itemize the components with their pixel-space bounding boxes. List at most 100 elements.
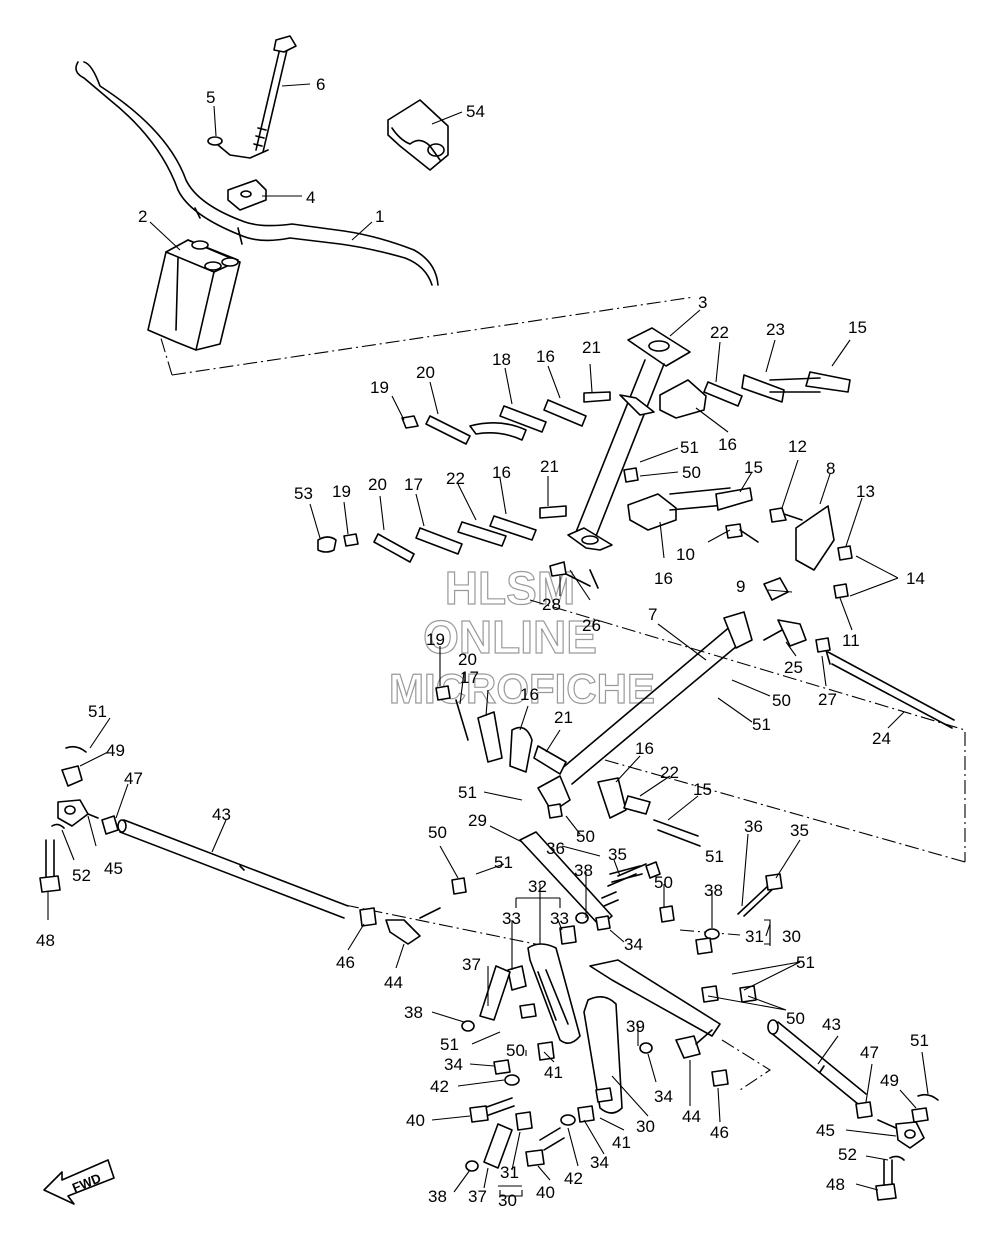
callout-44b: 44 (682, 1107, 701, 1126)
shift-rod-part-1 (75, 61, 439, 286)
callout-49a: 49 (106, 741, 125, 760)
callout-50e: 50 (654, 873, 673, 892)
link-arms-upper (317, 391, 611, 563)
callout-15b: 15 (744, 458, 763, 477)
callout-31a: 31 (745, 927, 764, 946)
callout-16a: 16 (536, 347, 555, 366)
callout-33b: 33 (550, 909, 569, 928)
link-plates-upper (669, 371, 851, 511)
group-brackets (499, 897, 771, 1197)
cross-shaft-part-7 (537, 611, 753, 813)
callout-25: 25 (784, 658, 803, 677)
callout-42a: 42 (430, 1077, 449, 1096)
callout-17a: 17 (404, 475, 423, 494)
callout-45a: 45 (104, 859, 123, 878)
callout-35a: 35 (790, 821, 809, 840)
callout-52b: 52 (838, 1145, 857, 1164)
callout-49b: 49 (880, 1071, 899, 1090)
callout-30b: 30 (636, 1117, 655, 1136)
callout-51h: 51 (440, 1035, 459, 1054)
callout-54: 54 (466, 102, 485, 121)
callout-13: 13 (856, 482, 875, 501)
callout-45b: 45 (816, 1121, 835, 1140)
callout-21c: 21 (554, 708, 573, 727)
callout-16c: 16 (492, 463, 511, 482)
callout-51f: 51 (705, 847, 724, 866)
callout-34c: 34 (654, 1087, 673, 1106)
callout-20a: 20 (416, 363, 435, 382)
callout-21a: 21 (582, 338, 601, 357)
callout-47b: 47 (860, 1043, 879, 1062)
callout-42b: 42 (564, 1169, 583, 1188)
callout-51g: 51 (796, 953, 815, 972)
callout-43b: 43 (822, 1015, 841, 1034)
callout-41b: 41 (612, 1133, 631, 1152)
callout-50g: 50 (506, 1041, 525, 1060)
callout-23: 23 (766, 320, 785, 339)
callout-33a: 33 (502, 909, 521, 928)
callout-19a: 19 (370, 378, 389, 397)
small-hardware-upper (549, 467, 853, 601)
rod-end-part-44-left (359, 907, 441, 945)
clamps-upper (627, 379, 707, 531)
callout-40b: 40 (536, 1183, 555, 1202)
callout-16e: 16 (520, 685, 539, 704)
callout-15a: 15 (848, 318, 867, 337)
callout-52a: 52 (72, 866, 91, 885)
fwd-arrow-icon: FWD (43, 1159, 115, 1205)
callout-22b: 22 (446, 469, 465, 488)
callout-15c: 15 (693, 780, 712, 799)
assembly-lines (159, 296, 966, 1091)
callout-40a: 40 (406, 1111, 425, 1130)
callout-38c: 38 (404, 1003, 423, 1022)
callout-50a: 50 (682, 463, 701, 482)
callout-14: 14 (906, 569, 925, 588)
callout-36b: 36 (546, 839, 565, 858)
callout-34d: 34 (590, 1153, 609, 1172)
callout-37a: 37 (462, 955, 481, 974)
callout-51i: 51 (910, 1031, 929, 1050)
callout-50f: 50 (786, 1009, 805, 1028)
callout-34b: 34 (444, 1055, 463, 1074)
callout-11: 11 (842, 631, 860, 650)
rod-end-part-25 (763, 619, 831, 653)
rod-part-43-left (117, 819, 349, 919)
callout-22a: 22 (710, 323, 729, 342)
callout-53: 53 (294, 484, 313, 503)
callout-41a: 41 (544, 1063, 563, 1082)
callout-44a: 44 (384, 973, 403, 992)
watermark-line2: ONLINE (423, 611, 597, 663)
callout-22c: 22 (660, 763, 679, 782)
callout-34a: 34 (624, 935, 643, 954)
lower-arms (519, 831, 721, 1114)
callout-9: 9 (736, 577, 745, 596)
callout-51d: 51 (88, 702, 107, 721)
callout-19b: 19 (332, 482, 351, 501)
callout-16b: 16 (718, 435, 737, 454)
callout-36a: 36 (744, 817, 763, 836)
callout-51c: 51 (458, 783, 477, 802)
lower-left-arm-assembly (435, 685, 701, 847)
watermark-line3: MICROFICHE (389, 665, 655, 712)
callout-48a: 48 (36, 931, 55, 950)
callout-46b: 46 (710, 1123, 729, 1142)
rod-part-43-right (767, 1019, 867, 1105)
callout-16f: 16 (635, 739, 654, 758)
callout-38d: 38 (428, 1187, 447, 1206)
holder-part-4 (227, 179, 267, 211)
callout-numbers: 1 2 3 4 5 6 7 8 9 10 11 12 13 14 15 15 1… (36, 75, 929, 1210)
callout-30c: 30 (498, 1191, 517, 1210)
callout-3: 3 (698, 293, 707, 312)
callout-43a: 43 (212, 805, 231, 824)
callout-46a: 46 (336, 953, 355, 972)
callout-47a: 47 (124, 769, 143, 788)
clip-part-5 (207, 136, 269, 159)
callout-8: 8 (826, 459, 835, 478)
callout-50d: 50 (428, 823, 447, 842)
callout-35b: 35 (608, 845, 627, 864)
callout-51b: 51 (752, 715, 771, 734)
bracket-part-2 (147, 239, 241, 351)
callout-32: 32 (528, 877, 547, 896)
callout-4: 4 (306, 188, 315, 207)
